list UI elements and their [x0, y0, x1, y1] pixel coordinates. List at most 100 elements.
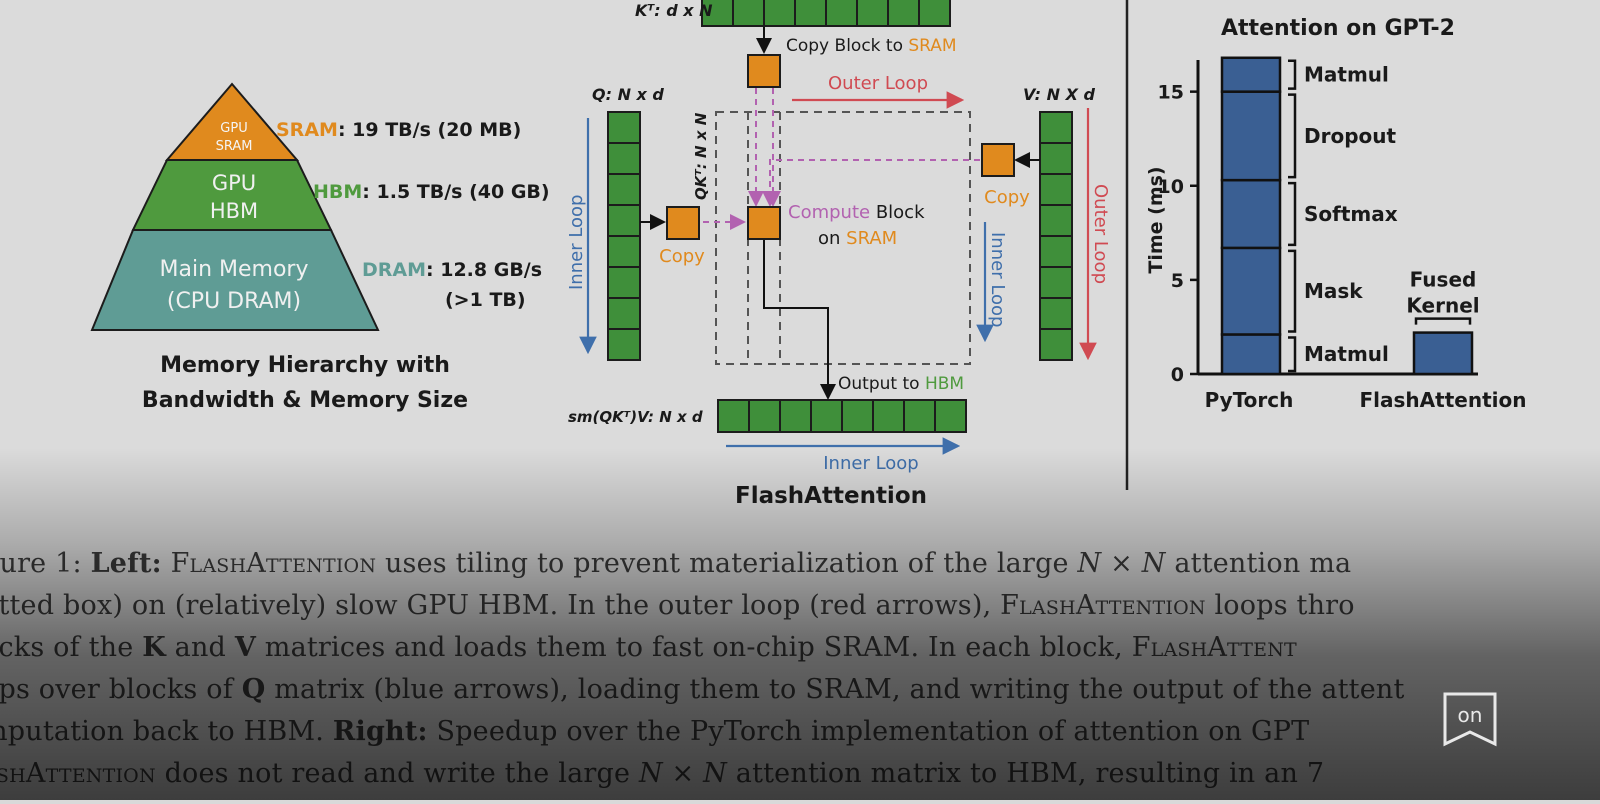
dram-tier-text-1: Main Memory	[160, 257, 309, 282]
caption-line-5: mputation back to HBM. Right: Speedup ov…	[0, 716, 1310, 747]
bookmark-badge-icon[interactable]: on	[1441, 690, 1499, 748]
v-cell	[1039, 204, 1073, 237]
badge-text: on	[1458, 703, 1483, 727]
chart-marks: MatmulMaskSoftmaxDropoutMatmulFusedKerne…	[1205, 56, 1527, 412]
kt-cell	[856, 0, 889, 27]
copy-right-label: Copy	[984, 187, 1030, 208]
fused-label-1: Fused	[1410, 268, 1477, 292]
pytorch-segment	[1220, 333, 1282, 376]
hierarchy-caption-2: Bandwidth & Memory Size	[142, 388, 468, 413]
v-matrix-column	[1039, 111, 1073, 361]
v-cell	[1039, 173, 1073, 206]
segment-label: Matmul	[1304, 342, 1389, 366]
v-cell	[1039, 266, 1073, 299]
sram-bandwidth-label: SRAM: 19 TB/s (20 MB)	[276, 119, 521, 141]
sram-tier-text-2: SRAM	[216, 139, 253, 154]
output-cell	[903, 399, 936, 433]
inner-loop-left-label: Inner Loop	[566, 195, 587, 290]
kt-cell	[918, 0, 951, 27]
copy-block-label: Copy Block to SRAM	[786, 36, 957, 56]
y-tick-label: 15	[1158, 82, 1184, 104]
segment-bracket	[1288, 249, 1297, 333]
y-tick-label: 10	[1158, 176, 1184, 198]
q-label: Q: N x d	[592, 85, 664, 104]
output-arrow	[763, 240, 836, 400]
sram-tier-text-1: GPU	[220, 121, 247, 136]
flashattention-bar	[1412, 331, 1474, 376]
chart-title: Attention on GPT-2	[1221, 16, 1455, 41]
kt-sram-block	[747, 54, 781, 88]
segment-label: Softmax	[1304, 202, 1398, 226]
outer-loop-top-label: Outer Loop	[828, 73, 928, 94]
flashattention-title: FlashAttention	[735, 483, 927, 509]
v-cell	[1039, 235, 1073, 268]
segment-bracket	[1288, 181, 1297, 247]
pytorch-segment	[1220, 246, 1282, 336]
segment-label: Dropout	[1304, 124, 1397, 148]
qkt-label: QKᵀ: N x N	[692, 112, 710, 200]
output-cell	[934, 399, 967, 433]
v-label: V: N X d	[1023, 85, 1096, 104]
hbm-bandwidth-label: HBM: 1.5 TB/s (40 GB)	[313, 181, 550, 203]
on-sram-label: on SRAM	[818, 228, 897, 249]
kt-cell	[794, 0, 827, 27]
kt-cell	[763, 0, 796, 27]
q-cell	[607, 142, 641, 175]
x-category-label: FlashAttention	[1360, 388, 1527, 412]
output-cell	[748, 399, 781, 433]
q-cell	[607, 111, 641, 144]
pytorch-segment	[1220, 178, 1282, 250]
q-cell	[607, 204, 641, 237]
hierarchy-caption-1: Memory Hierarchy with	[160, 353, 450, 378]
hbm-tier-text-2: HBM	[210, 199, 258, 223]
fused-label-2: Kernel	[1406, 294, 1479, 318]
compute-block-label: Compute Block	[788, 202, 925, 223]
segment-bracket	[1288, 59, 1297, 90]
kt-cell	[887, 0, 920, 27]
q-cell	[607, 235, 641, 268]
q-cell	[607, 173, 641, 206]
caption-line-3: ocks of the K and V matrices and loads t…	[0, 632, 1297, 663]
dram-bandwidth-label: DRAM: 12.8 GB/s	[362, 259, 542, 281]
kt-cell	[825, 0, 858, 27]
caption-line-1: gure 1: Left: FlashAttention uses tiling…	[0, 548, 1352, 579]
dram-tier-text-2: (CPU DRAM)	[167, 289, 301, 314]
caption-line-4: ops over blocks of Q matrix (blue arrows…	[0, 674, 1405, 705]
x-category-label: PyTorch	[1205, 388, 1294, 412]
q-cell	[607, 328, 641, 361]
output-cell	[717, 399, 750, 433]
v-cell	[1039, 328, 1073, 361]
v-sram-block	[981, 143, 1015, 177]
v-cell	[1039, 111, 1073, 144]
kt-label: Kᵀ: d x N	[635, 1, 713, 20]
pytorch-segment	[1220, 90, 1282, 182]
q-cell	[607, 297, 641, 330]
output-cell	[779, 399, 812, 433]
q-sram-block	[666, 206, 700, 240]
inner-loop-bottom-label: Inner Loop	[823, 453, 918, 474]
q-cell	[607, 266, 641, 299]
output-cell	[841, 399, 874, 433]
fused-bracket	[1414, 317, 1472, 325]
segment-bracket	[1288, 336, 1297, 373]
output-label: sm(QKᵀ)V: N x d	[568, 408, 703, 426]
v-cell	[1039, 142, 1073, 175]
q-matrix-column	[607, 111, 641, 361]
v-to-compute-arrow	[762, 159, 980, 207]
segment-bracket	[1288, 93, 1297, 179]
y-tick-label: 5	[1171, 270, 1184, 292]
outer-loop-right-label: Outer Loop	[1090, 184, 1111, 284]
hbm-tier-text-1: GPU	[212, 171, 256, 195]
caption-line-2: otted box) on (relatively) slow GPU HBM.…	[0, 590, 1355, 621]
segment-label: Mask	[1304, 279, 1363, 303]
compute-block	[747, 206, 781, 240]
inner-loop-right-label: Inner Loop	[987, 232, 1008, 327]
output-cell	[872, 399, 905, 433]
output-to-hbm-label: Output to HBM	[838, 374, 964, 394]
y-tick-label: 0	[1171, 364, 1184, 386]
kt-cell	[732, 0, 765, 27]
caption-line-6: ashAttention does not read and write the…	[0, 758, 1325, 789]
segment-label: Matmul	[1304, 63, 1389, 87]
